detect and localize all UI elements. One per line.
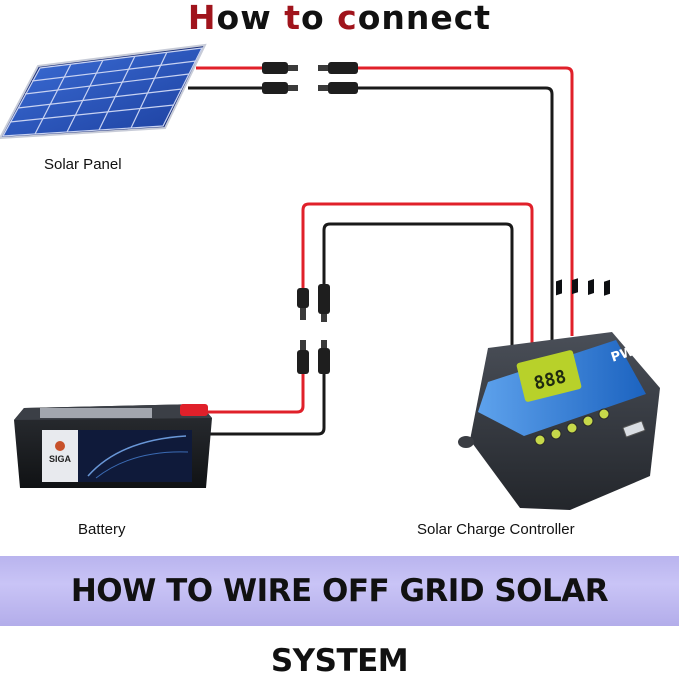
mc4-connector-battery-positive-lower: [297, 340, 309, 374]
controller-lcd-screen: [516, 350, 582, 402]
battery-negative-wire-lower: [206, 372, 326, 436]
battery: SIGA: [14, 404, 212, 488]
footer-banner: HOW TO WIRE OFF GRID SOLAR SYSTEM: [0, 556, 679, 679]
controller-usb-port: [622, 420, 646, 438]
panel-cell-grid: [1, 47, 204, 137]
mc4-connector-left-negative: [262, 82, 298, 94]
controller-terminals: [534, 408, 610, 446]
solar-charge-controller: 888 PWM: [458, 278, 660, 510]
mc4-connector-battery-negative-upper: [318, 284, 330, 322]
battery-label: Battery: [78, 521, 126, 538]
battery-positive-wire-lower: [200, 372, 305, 414]
controller-label: Solar Charge Controller: [417, 521, 575, 538]
controller-vent-slots: [556, 278, 610, 296]
battery-positive-terminal: [180, 404, 208, 416]
battery-positive-wire-upper: [301, 202, 534, 354]
mc4-connector-right-positive: [318, 62, 358, 74]
wiring-diagram: SIGA 888 PWM: [0, 43, 660, 510]
solar-panel-label: Solar Panel: [44, 156, 122, 173]
diagram-title: How to connect: [187, 0, 492, 37]
solar-panel: [0, 43, 207, 140]
controller-pv-negative-wire: [358, 86, 554, 344]
footer-heading: HOW TO WIRE OFF GRID SOLAR SYSTEM: [70, 573, 609, 679]
mc4-connector-right-negative: [318, 82, 358, 94]
controller-pv-positive-wire: [358, 66, 574, 336]
mc4-connector-battery-positive-upper: [297, 288, 309, 320]
battery-negative-wire-upper: [322, 222, 514, 362]
mc4-connector-left-positive: [262, 62, 298, 74]
mc4-connector-battery-negative-lower: [318, 340, 330, 374]
battery-brand-text: SIGA: [49, 454, 72, 464]
